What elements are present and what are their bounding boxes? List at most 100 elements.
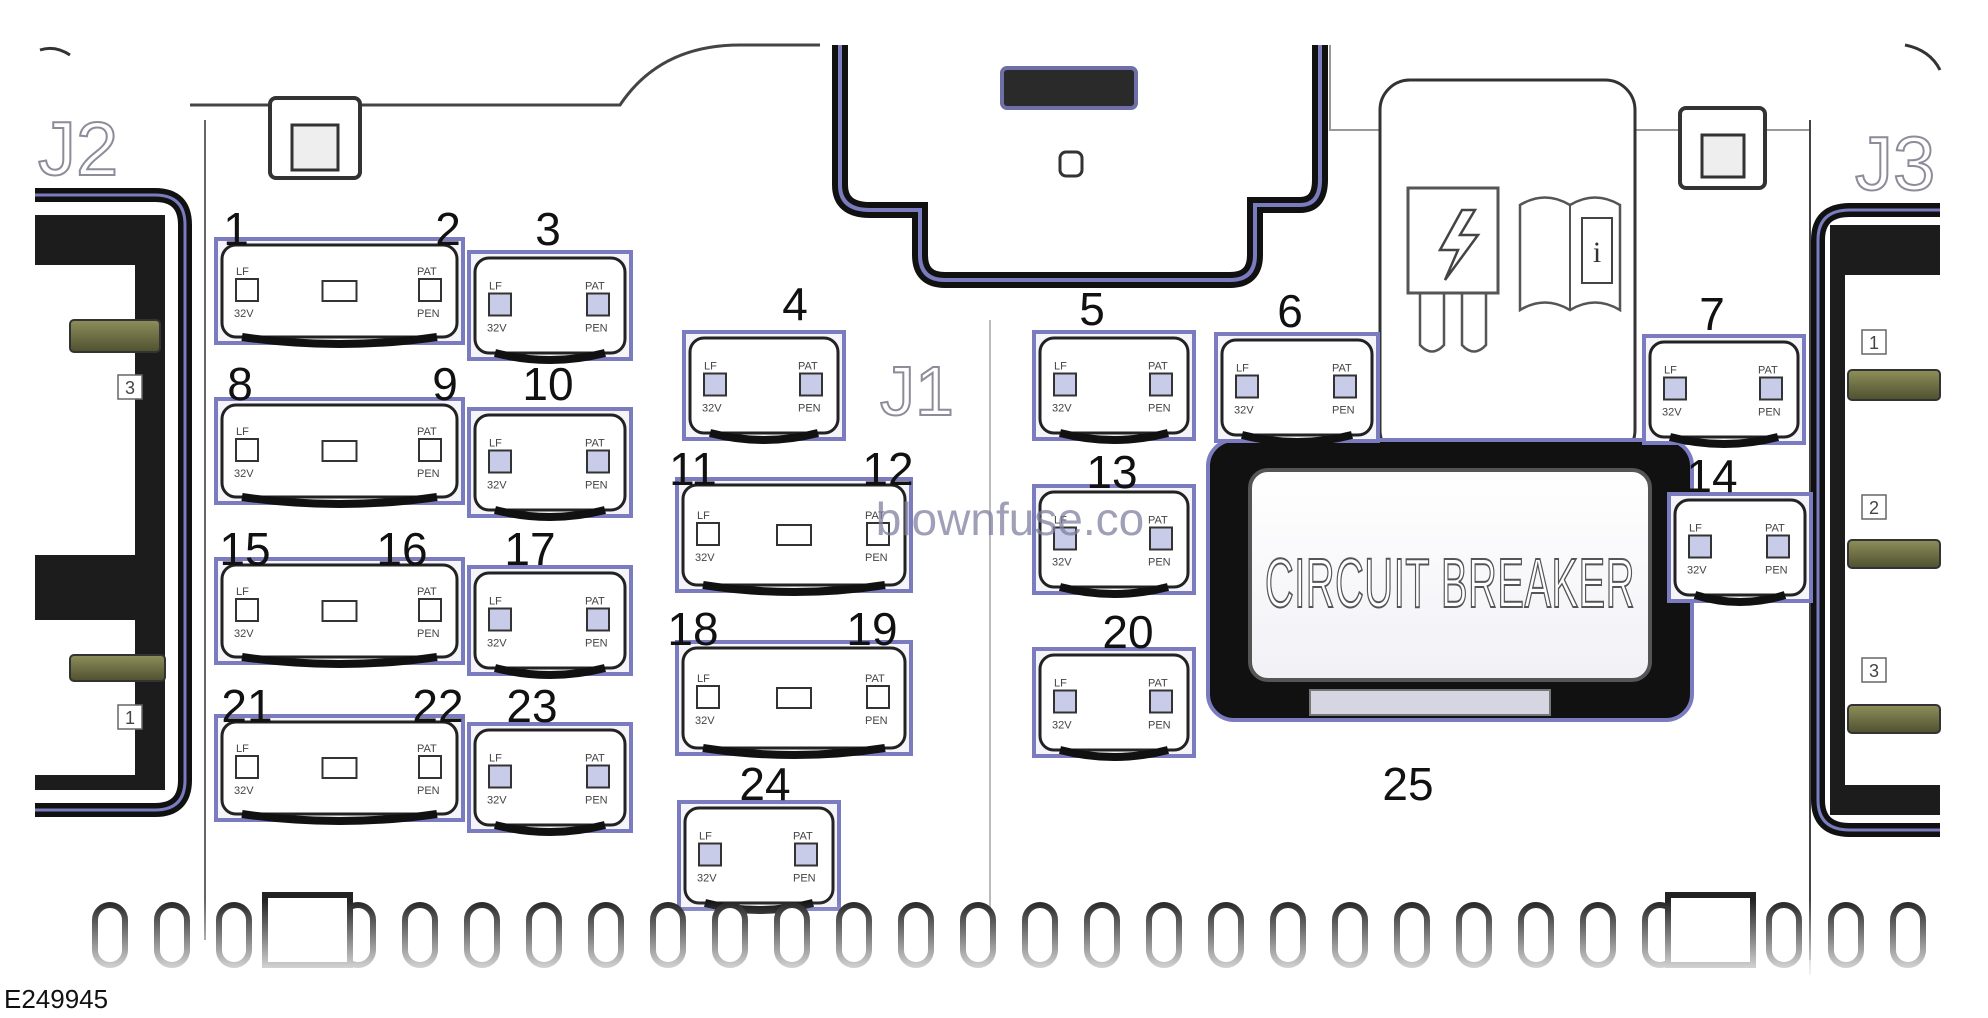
fuse-number: 23	[506, 680, 557, 732]
fuse-mark-pat: PAT	[585, 753, 605, 765]
j3-pin-label: 1	[1869, 333, 1879, 353]
fuse-mark-lf: LF	[236, 743, 249, 755]
fuse-mark-voltage: 32V	[234, 628, 254, 640]
fuse-mark-voltage: 32V	[234, 308, 254, 320]
fuse-number: 18	[667, 603, 718, 655]
fuse-number: 16	[376, 523, 427, 575]
fuse-mark-voltage: 32V	[487, 795, 507, 807]
info-icon: i	[1593, 236, 1601, 269]
fuse-mark-lf: LF	[1664, 365, 1677, 377]
fuse-mark-lf: LF	[704, 361, 717, 373]
fuse-mark-lf: LF	[1236, 363, 1249, 375]
fuse-mark-pen: PEN	[798, 403, 821, 415]
fuse-mark-lf: LF	[699, 831, 712, 843]
fuse-mark-pen: PEN	[865, 715, 888, 727]
fuse-mark-pen: PEN	[1148, 720, 1171, 732]
fuse-mark-lf: LF	[1054, 515, 1067, 527]
fuse-mark-lf: LF	[697, 673, 710, 685]
fuse-mark-voltage: 32V	[234, 468, 254, 480]
fuse-mark-lf: LF	[1689, 523, 1702, 535]
fuse-number: 12	[862, 443, 913, 495]
fuse-mark-voltage: 32V	[1052, 720, 1072, 732]
fuse-number: 21	[221, 680, 272, 732]
mini-fuse: LF 32V PAT PEN	[1667, 492, 1813, 606]
fuse-number: 9	[432, 358, 458, 410]
j2-pin-label: 1	[125, 708, 135, 728]
fuse-mark-lf: LF	[489, 596, 502, 608]
fuse-mark-pat: PAT	[798, 361, 818, 373]
fuse-mark-lf: LF	[1054, 678, 1067, 690]
fuse-mark-voltage: 32V	[487, 480, 507, 492]
fuse-mark-pat: PAT	[1765, 523, 1785, 535]
fuse-mark-pat: PAT	[417, 586, 437, 598]
fuse-mark-pat: PAT	[1148, 361, 1168, 373]
fuse-mark-pat: PAT	[417, 426, 437, 438]
symbol-box: i	[1378, 78, 1637, 462]
fuse-number: 1	[223, 203, 249, 255]
fuse-number: 5	[1079, 283, 1105, 335]
connector-j2: 3 1	[35, 188, 192, 817]
fuse-mark-pat: PAT	[1148, 678, 1168, 690]
fuse-mark-voltage: 32V	[697, 873, 717, 885]
fuse-mark-voltage: 32V	[487, 638, 507, 650]
mini-fuse: LF 32V PAT PEN	[467, 722, 633, 836]
fuse-mark-pen: PEN	[417, 785, 440, 797]
fuse-number: 17	[504, 523, 555, 575]
fuse-mark-pen: PEN	[585, 323, 608, 335]
fuse-mark-voltage: 32V	[487, 323, 507, 335]
fuse-mark-lf: LF	[697, 510, 710, 522]
circuit-breaker: CIRCUIT BREAKER	[1206, 438, 1694, 722]
fuse-mark-pen: PEN	[585, 795, 608, 807]
fuse-number: 19	[846, 603, 897, 655]
mini-fuse: LF 32V PAT PEN	[1032, 647, 1196, 761]
fuse-number: 3	[535, 203, 561, 255]
fuse-mark-lf: LF	[489, 438, 502, 450]
fuse-mark-voltage: 32V	[1662, 407, 1682, 419]
fuse-mark-pen: PEN	[585, 638, 608, 650]
fuse-mark-pen: PEN	[793, 873, 816, 885]
fuse-mark-voltage: 32V	[695, 552, 715, 564]
fuse-mark-pat: PAT	[1332, 363, 1352, 375]
fuse-mark-lf: LF	[1054, 361, 1067, 373]
j3-pin-label: 3	[1869, 661, 1879, 681]
fuse-mark-pen: PEN	[1765, 565, 1788, 577]
fuse-mark-pen: PEN	[1758, 407, 1781, 419]
fuse-number: 10	[522, 358, 573, 410]
fuse-mark-pen: PEN	[417, 628, 440, 640]
lightning-icon	[1437, 208, 1481, 281]
figure-code: E249945	[4, 984, 108, 1014]
fuse-mark-voltage: 32V	[1234, 405, 1254, 417]
fuse-mark-voltage: 32V	[1052, 557, 1072, 569]
fuse-mark-pat: PAT	[417, 266, 437, 278]
fuse-mark-pat: PAT	[1148, 515, 1168, 527]
fuse-mark-pen: PEN	[865, 552, 888, 564]
fuse-mark-voltage: 32V	[695, 715, 715, 727]
fuse-number: 7	[1699, 288, 1725, 340]
fuse-mark-pen: PEN	[417, 308, 440, 320]
fuse-number: 24	[739, 758, 790, 810]
fuse-mark-lf: LF	[489, 281, 502, 293]
fuse-mark-voltage: 32V	[1687, 565, 1707, 577]
fuse-number: 20	[1102, 606, 1153, 658]
fuse-number: 11	[669, 443, 717, 495]
fuse-number: 15	[219, 523, 270, 575]
fuse-mark-lf: LF	[489, 753, 502, 765]
circuit-breaker-number: 25	[1382, 758, 1433, 810]
fuse-mark-pat: PAT	[585, 438, 605, 450]
fuse-mark-voltage: 32V	[234, 785, 254, 797]
connector-label-j3: J3	[1855, 122, 1935, 207]
connector-j3: 1 2 3	[1811, 203, 1941, 837]
